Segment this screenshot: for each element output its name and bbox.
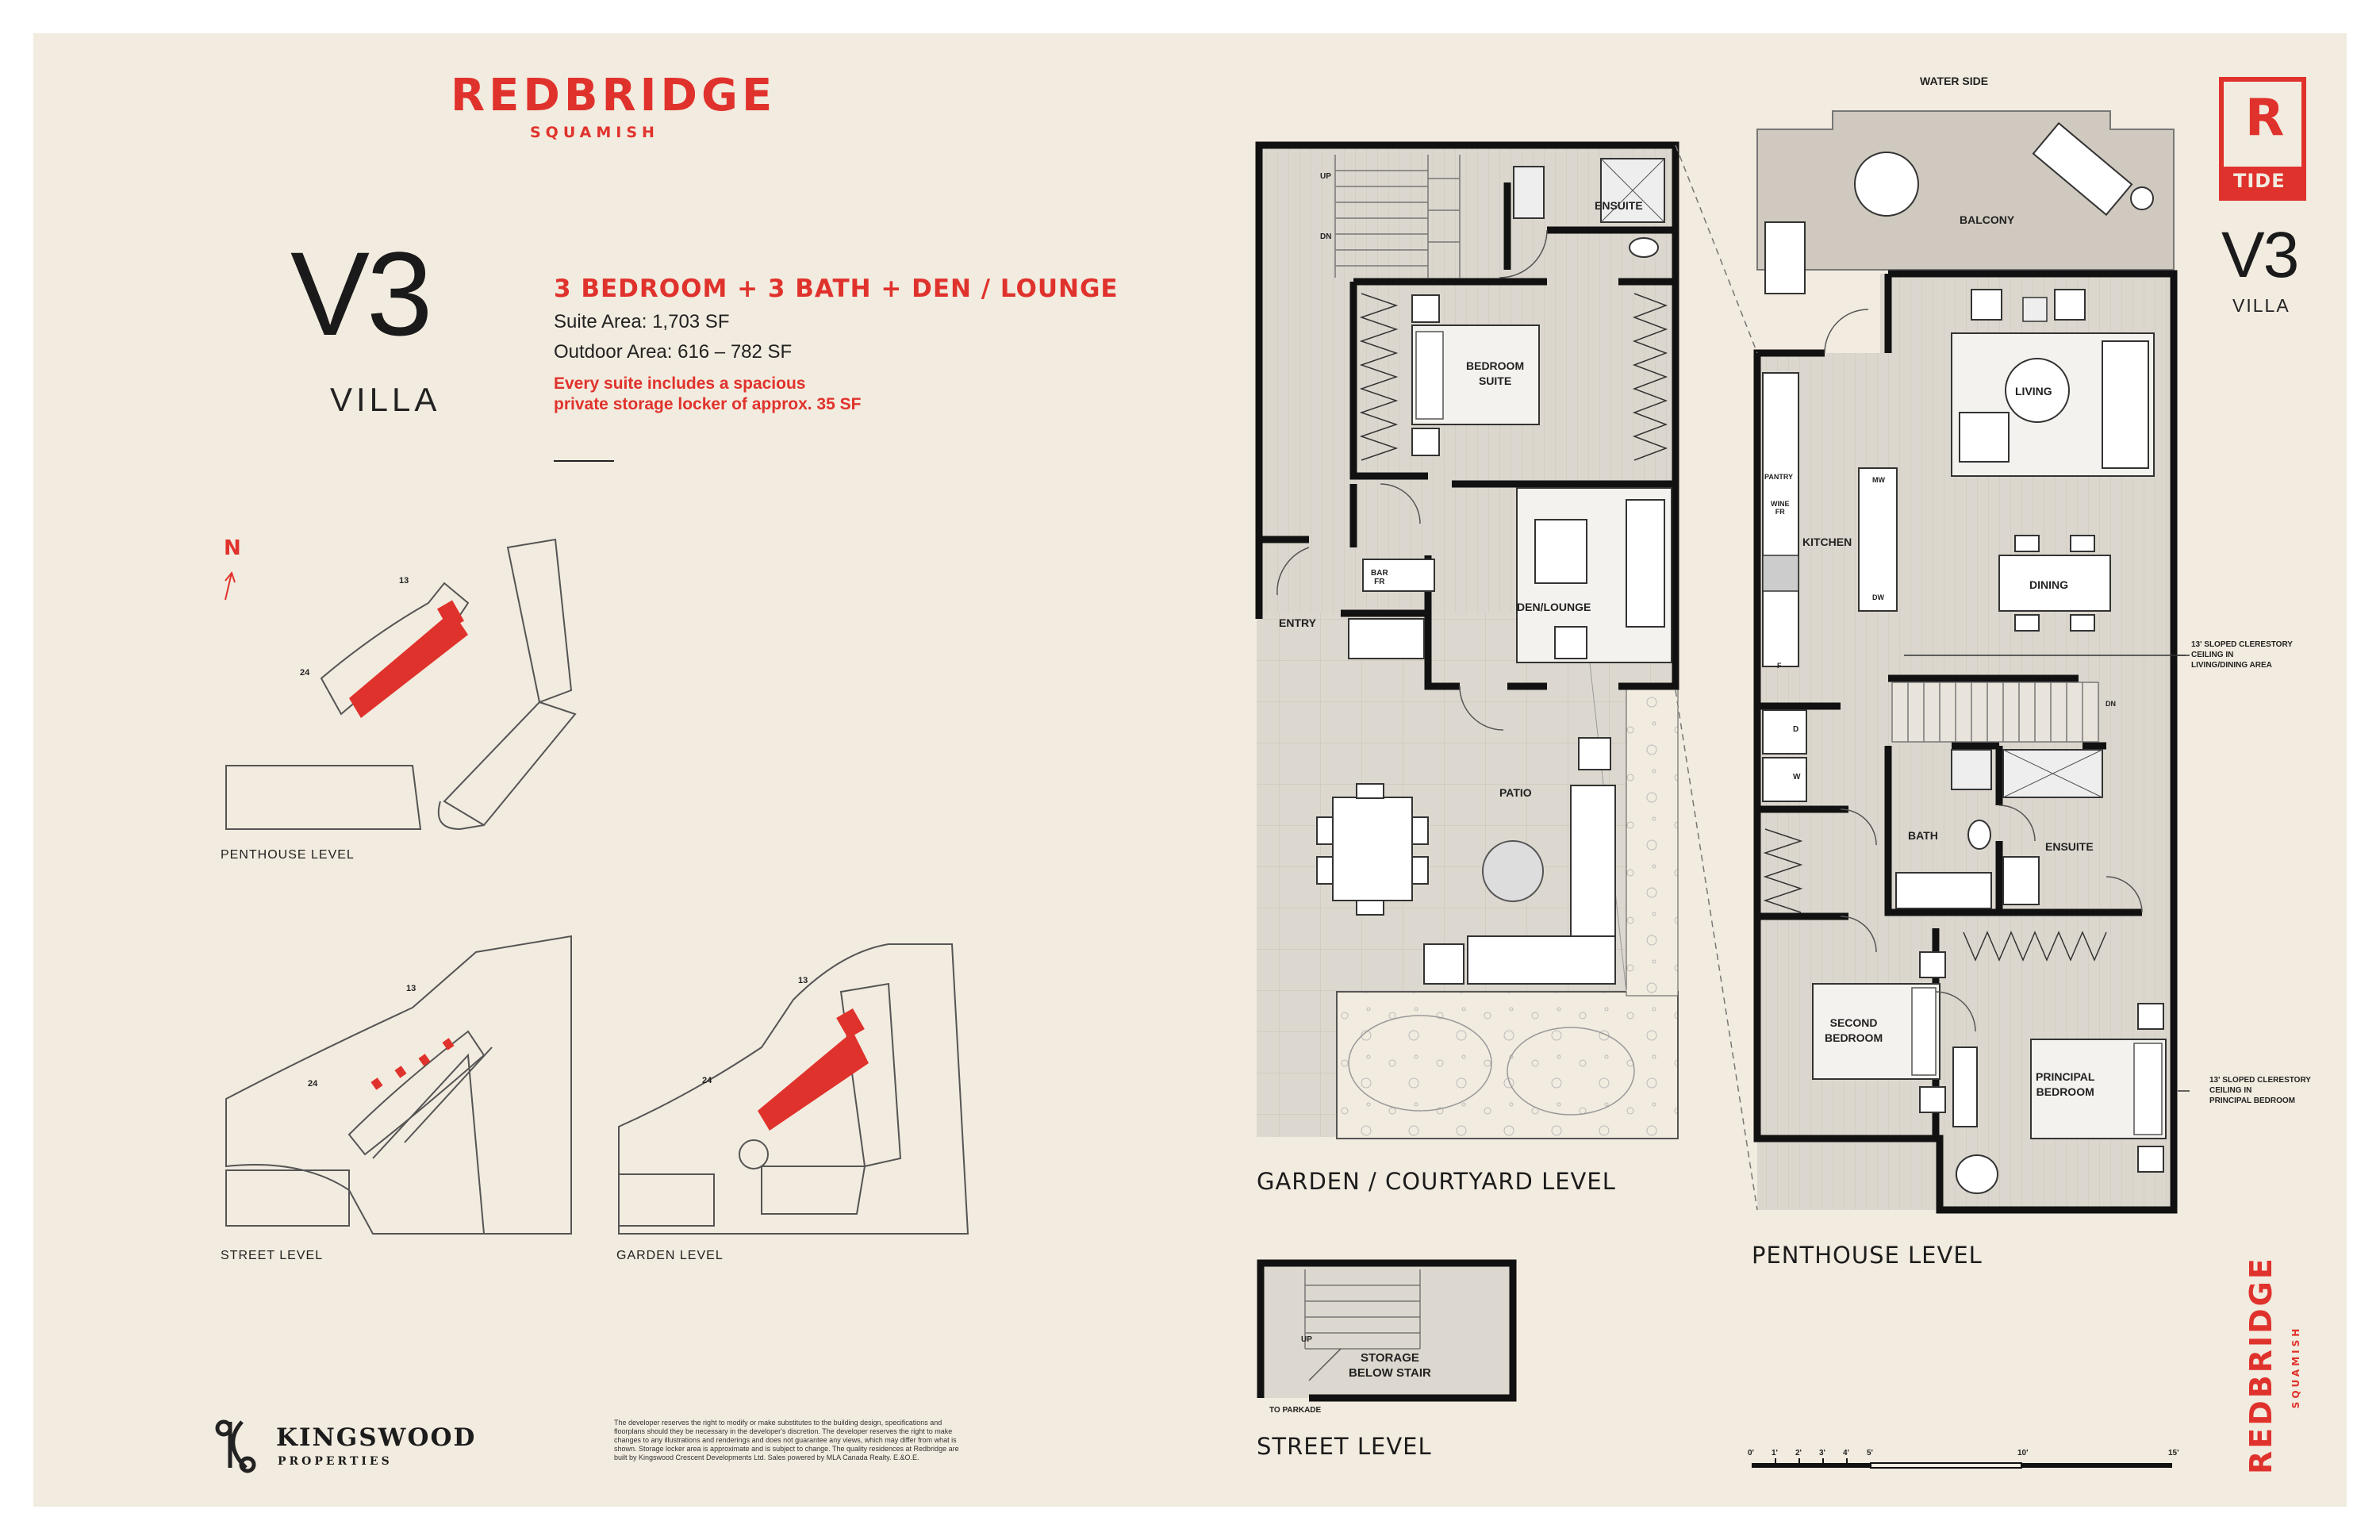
garden-level-plan: [1255, 141, 1679, 1139]
garden-stair-up: UP: [1320, 172, 1331, 181]
penthouse-level-plan: [1753, 110, 2186, 1214]
suite-area: Suite Area: 1,703 SF: [554, 311, 730, 332]
storage-note-line2: private storage locker of approx. 35 SF: [554, 395, 862, 413]
wine-fridge-label: WINE FR: [1771, 500, 1790, 516]
keyplan-street-13: 13: [406, 984, 416, 993]
room-living: LIVING: [2015, 385, 2052, 397]
garden-stair-dn: DN: [1320, 232, 1332, 241]
ceiling-note-principal: 13' SLOPED CLERESTORY CEILING IN PRINCIP…: [2209, 1076, 2311, 1105]
developer-name: KINGSWOOD: [276, 1423, 477, 1452]
scale-label-5: 5': [1867, 1449, 1873, 1457]
scale-label-1: 1': [1772, 1449, 1778, 1457]
garden-plan-title: GARDEN / COURTYARD LEVEL: [1257, 1168, 1616, 1195]
scale-bar: [1752, 1458, 2172, 1469]
penthouse-stair-dn: DN: [2106, 700, 2116, 708]
water-side-label: WATER SIDE: [1920, 75, 1989, 87]
suite-code: V3: [290, 227, 432, 360]
room-ensuite-garden: ENSUITE: [1595, 199, 1643, 212]
room-den-lounge: DEN/LOUNGE: [1517, 601, 1591, 613]
brand-vertical-logo: REDBRIDGE: [2244, 1256, 2278, 1474]
keyplan-unit-24: 24: [300, 668, 310, 678]
bar-fridge-label: BAR FR: [1371, 569, 1388, 586]
street-keyplan: [225, 935, 572, 1235]
street-plan-title: STREET LEVEL: [1257, 1433, 1432, 1460]
north-label: N: [224, 536, 241, 560]
dishwasher-label: DW: [1872, 593, 1884, 601]
scale-label-0: 0': [1748, 1449, 1754, 1457]
room-ensuite-penthouse: ENSUITE: [2045, 840, 2094, 853]
tide-badge-letter: R: [2245, 89, 2285, 148]
brand-vertical-sub: SQUAMISH: [2290, 1325, 2301, 1409]
dryer-label: D: [1793, 725, 1799, 734]
storage-note-line1: Every suite includes a spacious: [554, 374, 806, 393]
scale-label-2: 2': [1795, 1449, 1802, 1457]
scale-label-4: 4': [1843, 1449, 1849, 1457]
suite-type: VILLA: [330, 381, 441, 418]
brand-logo: REDBRIDGE: [451, 70, 777, 121]
room-kitchen: KITCHEN: [1802, 536, 1852, 548]
street-stair-up: UP: [1301, 1335, 1312, 1344]
room-balcony: BALCONY: [1960, 213, 2015, 226]
room-dining: DINING: [2029, 578, 2068, 591]
disclaimer: The developer reserves the right to modi…: [614, 1419, 959, 1461]
room-principal-bedroom: PRINCIPAL BEDROOM: [2036, 1070, 2095, 1098]
divider: [554, 460, 614, 462]
tide-badge-word: TIDE: [2233, 170, 2286, 192]
keyplan-street-label: STREET LEVEL: [221, 1249, 324, 1262]
room-entry: ENTRY: [1279, 616, 1316, 629]
street-level-plan: [1257, 1259, 1517, 1402]
penthouse-units-highlight: [349, 600, 468, 718]
street-units-highlight: [370, 1038, 455, 1090]
room-patio: PATIO: [1499, 786, 1532, 799]
ceiling-note-living: 13' SLOPED CLERESTORY CEILING IN LIVING/…: [2191, 640, 2293, 670]
keyplan-unit-13: 13: [399, 576, 409, 586]
scale-label-3: 3': [1819, 1449, 1825, 1457]
keyplan-garden-24: 24: [702, 1076, 712, 1085]
garden-keyplan: [618, 943, 969, 1235]
room-second-bedroom: SECOND BEDROOM: [1825, 1016, 1883, 1044]
room-bedroom-suite: BEDROOM SUITE: [1466, 359, 1525, 387]
suite-code-right: V3: [2221, 219, 2299, 291]
scale-label-10: 10': [2017, 1449, 2029, 1457]
penthouse-plan-title: PENTHOUSE LEVEL: [1752, 1242, 1983, 1269]
suite-headline: 3 BEDROOM + 3 BATH + DEN / LOUNGE: [554, 275, 1119, 303]
suite-type-right: VILLA: [2232, 295, 2290, 316]
brand-subtitle: SQUAMISH: [530, 124, 659, 141]
scale-label-15: 15': [2168, 1449, 2179, 1457]
garden-units-highlight: [758, 1008, 869, 1131]
to-parkade-label: TO PARKADE: [1269, 1406, 1322, 1415]
keyplan-garden-label: GARDEN LEVEL: [616, 1249, 724, 1262]
microwave-label: MW: [1872, 476, 1885, 484]
outdoor-area: Outdoor Area: 616 – 782 SF: [554, 341, 793, 363]
pantry-label: PANTRY: [1764, 473, 1793, 481]
north-arrow-icon: [225, 572, 232, 601]
fridge-label: F: [1777, 662, 1782, 670]
washer-label: W: [1793, 773, 1801, 782]
developer-sub: PROPERTIES: [278, 1455, 393, 1468]
keyplan-street-24: 24: [308, 1079, 318, 1089]
room-storage: STORAGE BELOW STAIR: [1349, 1351, 1431, 1380]
keyplan-penthouse-label: PENTHOUSE LEVEL: [221, 848, 355, 862]
keyplan-garden-13: 13: [798, 976, 808, 985]
room-bath: BATH: [1908, 829, 1938, 842]
